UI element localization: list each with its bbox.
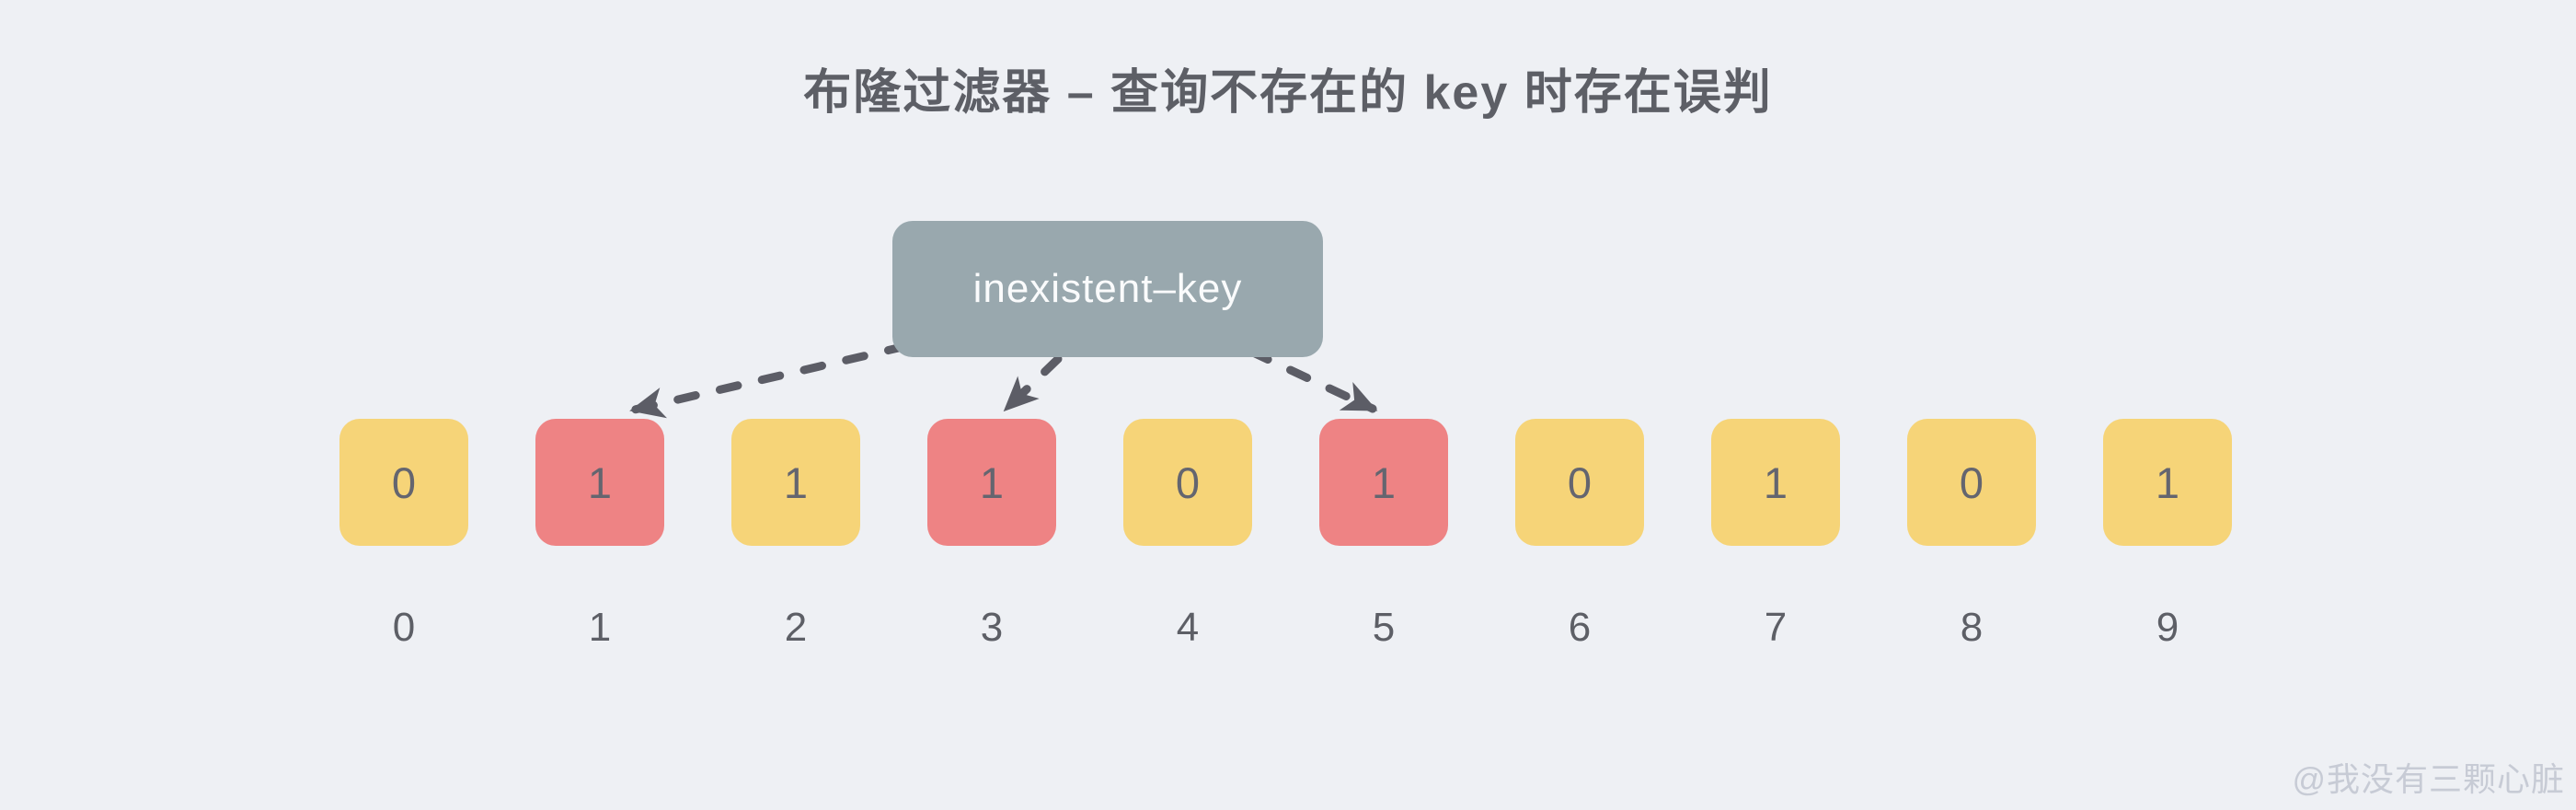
bitmap-index-label-7: 7: [1764, 605, 1788, 650]
bitmap-index-label-9: 9: [2156, 605, 2179, 650]
bitmap-index-label-8: 8: [1960, 605, 1984, 650]
bitmap-index-label-4: 4: [1176, 605, 1200, 650]
bitmap-index-label-5: 5: [1372, 605, 1396, 650]
bitmap-index-label-1: 1: [588, 605, 612, 650]
bitmap-index-label-2: 2: [784, 605, 808, 650]
hash-arrow-to-cell-3: [1003, 354, 1063, 412]
bitmap-cell-6: 0: [1515, 419, 1644, 546]
watermark: @我没有三颗心脏: [2292, 760, 2565, 798]
inexistent-key-box: inexistent–key: [892, 221, 1323, 357]
bitmap-index-label-0: 0: [392, 605, 416, 650]
bitmap-index-label-3: 3: [980, 605, 1004, 650]
bitmap-cell-8: 0: [1907, 419, 2036, 546]
bitmap-cell-1: 1: [535, 419, 664, 546]
bitmap-cell-4: 0: [1123, 419, 1252, 546]
bitmap-index-row: 0 1 2 3 4 5 6 7 8 9: [339, 600, 2232, 655]
hash-arrow-to-cell-5: [1247, 347, 1378, 413]
bitmap-cell-0: 0: [339, 419, 468, 546]
bitmap-index-label-6: 6: [1568, 605, 1592, 650]
inexistent-key-label: inexistent–key: [972, 266, 1243, 311]
bitmap-cell-2: 1: [731, 419, 860, 546]
bitmap-cell-9: 1: [2103, 419, 2232, 546]
bitmap-cell-7: 1: [1711, 419, 1840, 546]
diagram-title: 布隆过滤器 – 查询不存在的 key 时存在误判: [803, 66, 1773, 120]
bitmap-cell-5: 1: [1319, 419, 1448, 546]
bitmap-cell-3: 1: [927, 419, 1056, 546]
hash-arrow-to-cell-1: [629, 341, 911, 419]
